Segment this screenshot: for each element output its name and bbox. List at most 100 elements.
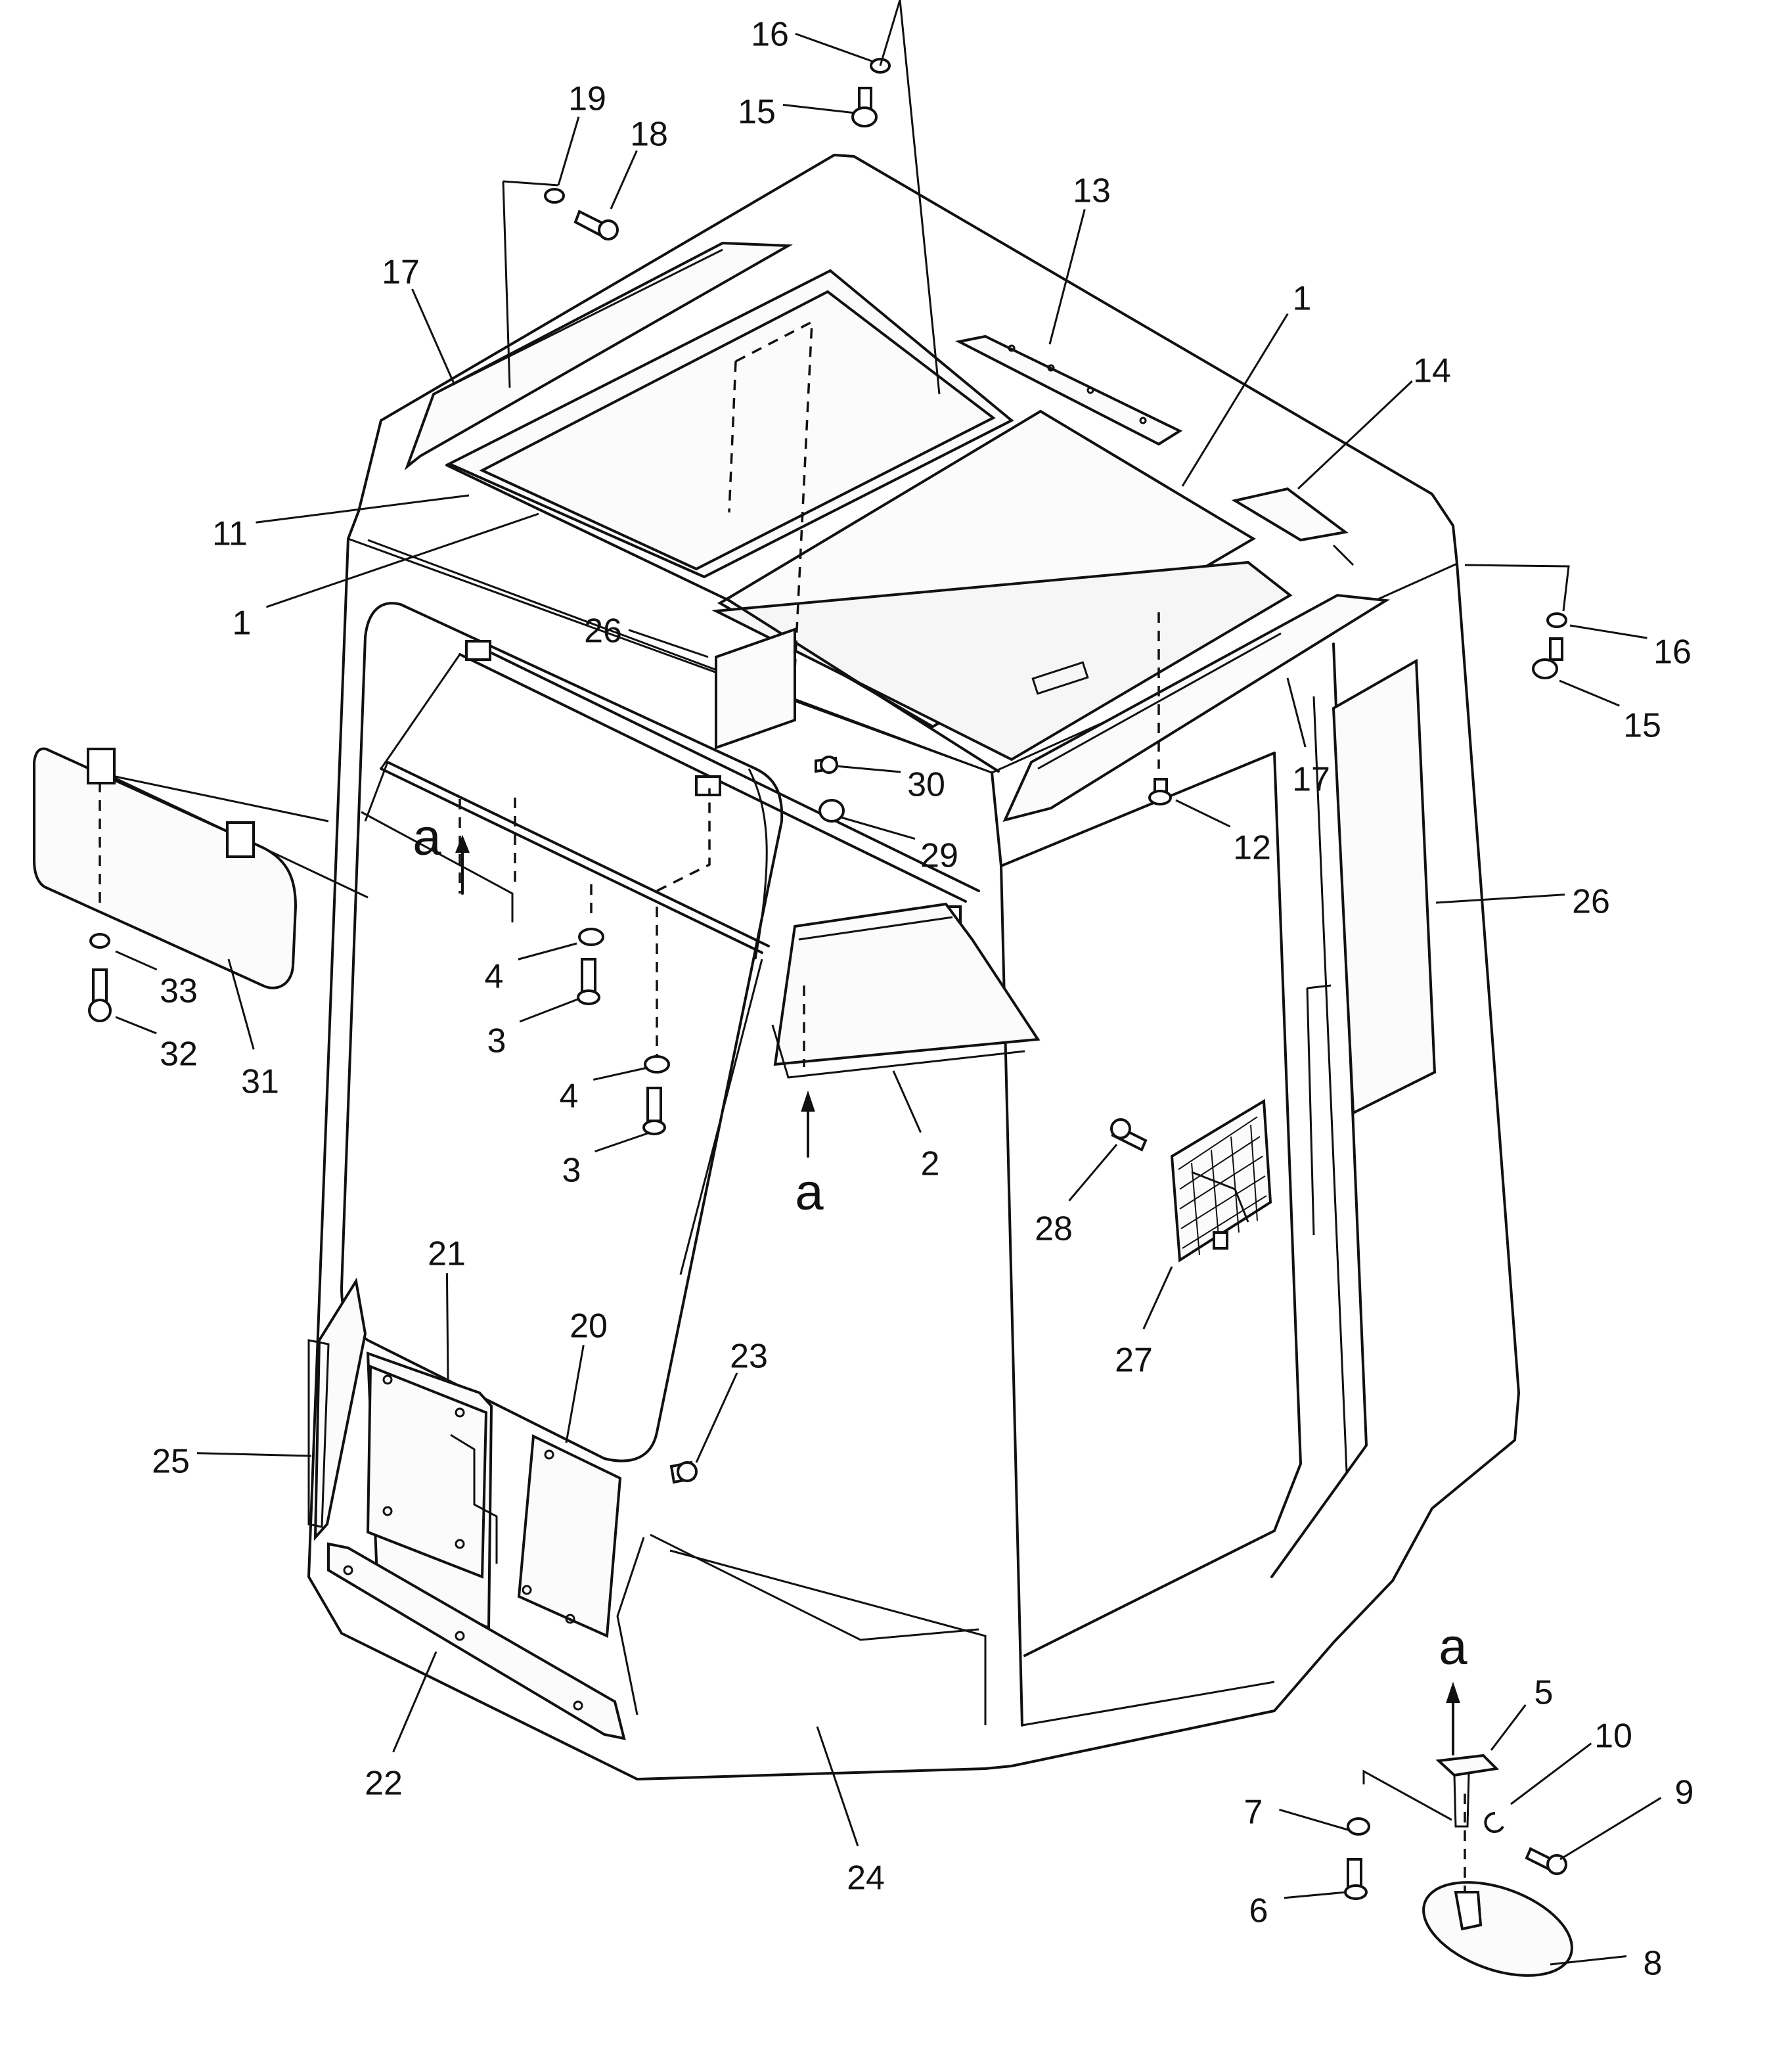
- callout-number-c27: 27: [1115, 1342, 1153, 1380]
- callout-number-c24: 24: [847, 1859, 885, 1897]
- callout-c15: 15: [738, 93, 856, 131]
- callout-c14: 14: [1297, 352, 1451, 490]
- callout-c6: 6: [1249, 1891, 1347, 1930]
- view-marker-layer: aaa: [413, 808, 1467, 1675]
- callout-number-c12: 12: [1233, 829, 1271, 867]
- callout-c22: 22: [365, 1651, 437, 1803]
- callout-number-c3: 3: [487, 1022, 506, 1060]
- callout-number-c3b: 3: [562, 1152, 581, 1190]
- cab-body: [307, 154, 1520, 1780]
- callout-leader-c23: [695, 1372, 738, 1463]
- view-marker-a-detail: a: [1439, 1618, 1467, 1675]
- callout-c1: 1: [1181, 280, 1312, 487]
- callout-number-c26b: 26: [1572, 883, 1610, 921]
- callout-leader-c24: [816, 1726, 859, 1847]
- callout-c15b: 15: [1559, 679, 1661, 745]
- callout-number-c19: 19: [568, 80, 606, 118]
- mirror-detail: [1344, 1754, 1573, 1977]
- callout-leader-c32: [115, 1016, 157, 1035]
- view-arrows: [455, 834, 1460, 1755]
- callout-number-c30: 30: [907, 766, 945, 804]
- callout-number-c33: 33: [160, 972, 198, 1010]
- callout-leader-c19: [557, 116, 580, 186]
- callout-number-c20: 20: [570, 1307, 608, 1346]
- pillar-trim: [715, 627, 1437, 1236]
- callout-c16b: 16: [1569, 624, 1691, 671]
- callout-number-c31: 31: [241, 1063, 279, 1101]
- callout-leader-c33: [115, 950, 158, 971]
- callout-c17b: 17: [1286, 677, 1330, 799]
- callout-c3b: 3: [562, 1132, 648, 1190]
- callout-c29: 29: [840, 816, 958, 875]
- callout-leader-c8: [1550, 1955, 1627, 1966]
- callout-number-c17b: 17: [1292, 761, 1330, 799]
- callout-c26b: 26: [1435, 883, 1610, 921]
- callout-leader-c3b: [594, 1132, 648, 1153]
- callout-leader-c5: [1490, 1704, 1527, 1751]
- callout-c32: 32: [115, 1016, 198, 1074]
- callout-number-c1: 1: [1293, 280, 1312, 318]
- callout-c4: 4: [485, 942, 577, 996]
- callout-leader-c10: [1510, 1742, 1592, 1805]
- callout-c5: 5: [1490, 1674, 1554, 1751]
- callout-leader-c4b: [593, 1066, 648, 1081]
- callout-leader-c11: [256, 494, 470, 524]
- callout-c19: 19: [557, 80, 606, 186]
- callout-leader-c2: [892, 1070, 922, 1133]
- callout-leader-c12: [1175, 799, 1231, 828]
- callout-c25: 25: [152, 1443, 312, 1481]
- callout-number-c1b: 1: [233, 604, 252, 643]
- callout-number-c11: 11: [212, 515, 248, 553]
- callout-c8: 8: [1550, 1945, 1662, 1983]
- callout-number-c8: 8: [1644, 1945, 1663, 1983]
- callout-leader-c29: [840, 816, 916, 840]
- callout-leader-c18: [610, 150, 638, 210]
- callout-number-c9: 9: [1675, 1774, 1694, 1812]
- callout-number-c16: 16: [751, 16, 789, 54]
- callout-leader-c9: [1559, 1797, 1662, 1861]
- callout-number-c4b: 4: [560, 1077, 579, 1116]
- callout-leader-c15: [782, 103, 856, 114]
- callout-c26: 26: [584, 612, 709, 658]
- callout-leader-c16: [795, 32, 874, 63]
- callout-number-c4: 4: [485, 958, 504, 996]
- callout-leader-c27: [1142, 1266, 1173, 1330]
- callout-number-c17: 17: [382, 254, 420, 292]
- view-marker-a-left: a: [413, 808, 441, 866]
- callout-leader-c13: [1048, 209, 1086, 345]
- callout-c21: 21: [428, 1235, 466, 1380]
- callout-number-c28: 28: [1035, 1210, 1073, 1248]
- callout-c2: 2: [892, 1070, 939, 1183]
- callout-c17: 17: [382, 254, 456, 386]
- callout-number-c23: 23: [730, 1338, 768, 1376]
- callout-c13: 13: [1048, 172, 1111, 345]
- callout-number-c21: 21: [428, 1235, 466, 1273]
- callout-leader-c16b: [1569, 624, 1647, 639]
- callout-leader-c7: [1279, 1809, 1351, 1832]
- callout-c28: 28: [1035, 1144, 1118, 1248]
- callout-leader-c3: [519, 997, 580, 1023]
- callout-number-c22: 22: [365, 1765, 403, 1803]
- callout-number-c5: 5: [1534, 1674, 1554, 1712]
- callout-leader-c4: [518, 942, 577, 961]
- sun-visor: [33, 747, 369, 1022]
- net-pocket: [1170, 1098, 1272, 1263]
- callout-c33: 33: [115, 950, 198, 1010]
- callout-leader-c17: [411, 288, 456, 386]
- callout-leader-c6: [1284, 1891, 1347, 1899]
- callout-leader-c17b: [1286, 677, 1307, 748]
- roof-panels: [404, 241, 1390, 822]
- callout-leader-c1b: [265, 512, 539, 608]
- callout-number-c29: 29: [920, 837, 958, 875]
- callout-leader-c20: [565, 1344, 585, 1443]
- callout-c24: 24: [816, 1726, 885, 1897]
- front-header: [361, 612, 1160, 1275]
- callout-leader-c1: [1181, 313, 1289, 487]
- callout-c12: 12: [1175, 799, 1271, 867]
- callout-number-c32: 32: [160, 1035, 198, 1074]
- callout-number-c13: 13: [1073, 172, 1111, 210]
- callout-leader-c30: [835, 765, 901, 773]
- hardware: [544, 58, 1567, 1484]
- callout-number-c15: 15: [738, 93, 776, 131]
- callout-leader-c25: [196, 1452, 312, 1457]
